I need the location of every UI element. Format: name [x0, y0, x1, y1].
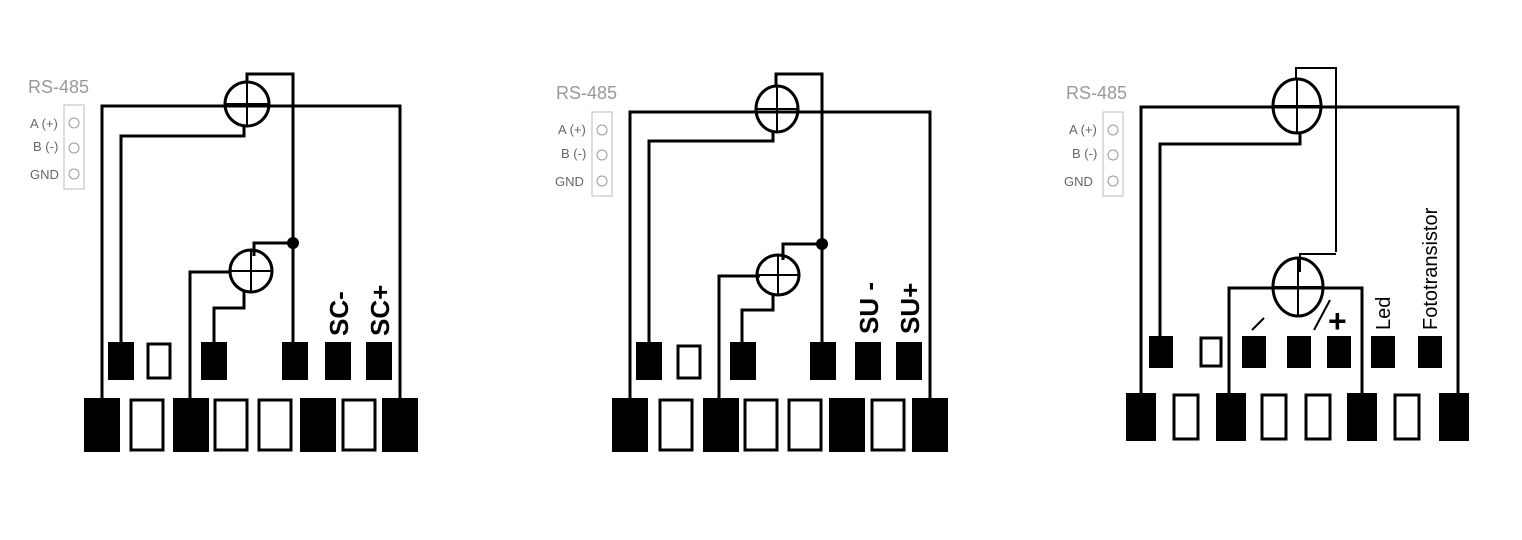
- rs485-hole-gnd: [1107, 175, 1119, 187]
- sensor-top: [754, 84, 800, 134]
- rs485-hole-a: [596, 124, 608, 136]
- small-pads: [108, 342, 392, 380]
- sensor-bottom: [755, 253, 801, 297]
- label-led: Led: [1373, 297, 1395, 330]
- rs485-hole-a: [68, 117, 80, 129]
- diagram-2: RS-485 A (+) B (-) GND: [555, 72, 948, 452]
- diagram-3: RS-485 A (+) B (-) GND: [1064, 67, 1469, 441]
- wires: [628, 72, 932, 400]
- rs485-connector: RS-485 A (+) B (-) GND: [28, 77, 89, 190]
- rs485-pin-b: B (-): [33, 139, 58, 154]
- junction-dot: [816, 238, 828, 250]
- rs485-pin-gnd: GND: [30, 167, 59, 182]
- rs485-hole-a: [1107, 124, 1119, 136]
- rs485-connector: RS-485 A (+) B (-) GND: [555, 83, 617, 197]
- rs485-connector: RS-485 A (+) B (-) GND: [1064, 83, 1127, 197]
- rs485-pin-a: A (+): [558, 122, 586, 137]
- diagram-1: RS-485 A (+) B (-) GND: [28, 72, 418, 452]
- label-sc-minus: SC-: [324, 291, 354, 336]
- rs485-hole-gnd: [596, 175, 608, 187]
- small-pads: [636, 342, 922, 380]
- label-su-minus: SU -: [854, 282, 884, 334]
- sensor-top: [223, 80, 271, 128]
- small-pads: [1149, 336, 1442, 368]
- wires: [100, 72, 402, 400]
- label-sc-plus: SC+: [365, 285, 395, 336]
- label-su-plus: SU+: [895, 283, 925, 334]
- label-plus: +: [1328, 303, 1347, 339]
- rs485-hole-b: [1107, 149, 1119, 161]
- rs485-pin-a: A (+): [1069, 122, 1097, 137]
- large-pads: [612, 398, 948, 452]
- rs485-title: RS-485: [1066, 83, 1127, 103]
- rs485-pin-gnd: GND: [1064, 174, 1093, 189]
- sensor-bottom: [228, 248, 274, 294]
- junction-dot: [287, 237, 299, 249]
- rs485-hole-b: [596, 149, 608, 161]
- sensor-top: [1271, 77, 1323, 135]
- rs485-hole-gnd: [68, 168, 80, 180]
- large-pads: [1126, 393, 1469, 441]
- rs485-hole-b: [68, 142, 80, 154]
- rs485-pin-b: B (-): [561, 146, 586, 161]
- sensor-bottom: [1271, 256, 1325, 318]
- rs485-pin-a: A (+): [30, 116, 58, 131]
- label-fototransistor: Fototransistor: [1420, 207, 1442, 330]
- rs485-pin-b: B (-): [1072, 146, 1097, 161]
- rs485-title: RS-485: [28, 77, 89, 97]
- large-pads: [84, 398, 418, 452]
- rs485-title: RS-485: [556, 83, 617, 103]
- rs485-pin-gnd: GND: [555, 174, 584, 189]
